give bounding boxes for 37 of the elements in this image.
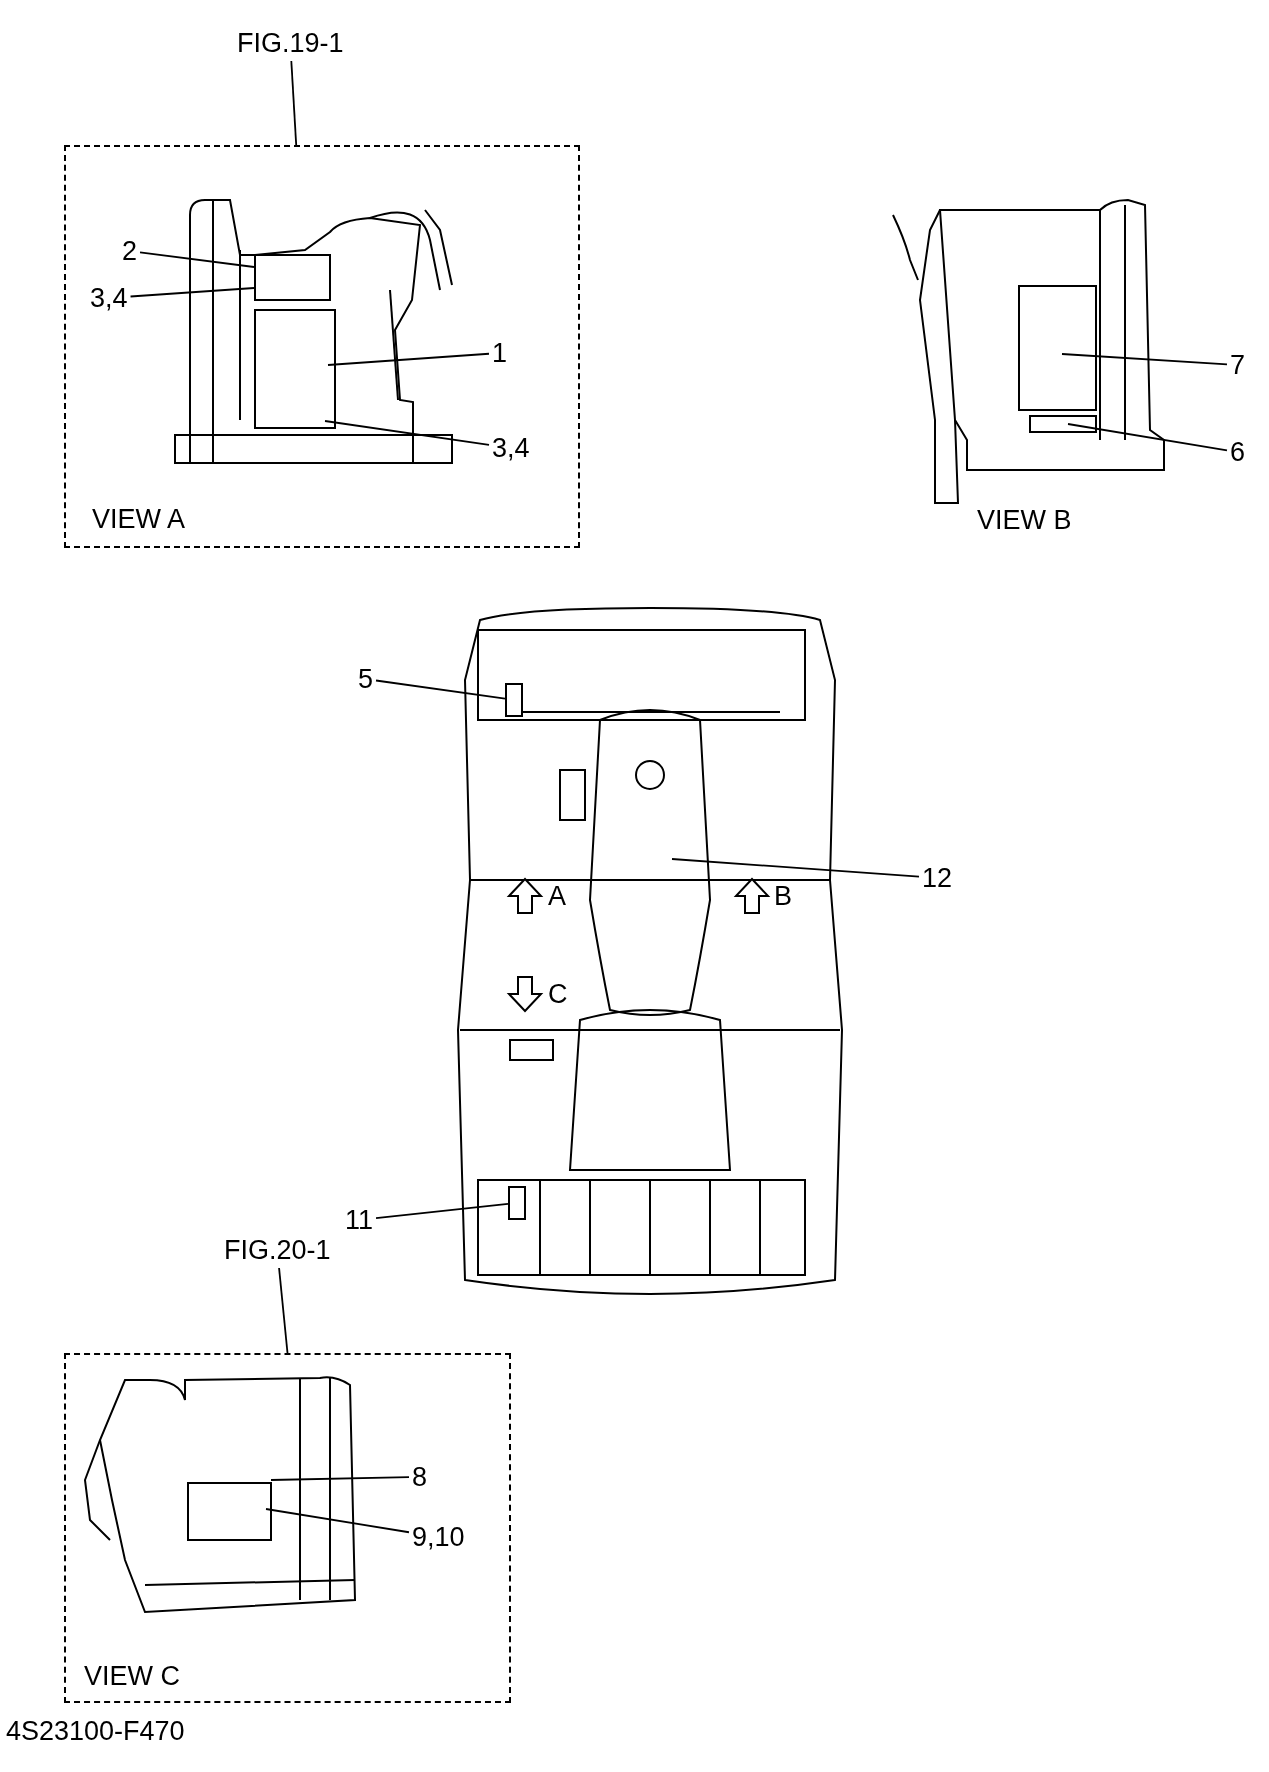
view-frame xyxy=(64,1353,511,1703)
callout-number: 1 xyxy=(492,338,508,368)
leader-line xyxy=(327,352,490,366)
leader-line xyxy=(1061,353,1228,366)
leader-line xyxy=(375,1203,509,1220)
label-decal xyxy=(505,683,523,717)
callout-number: 5 xyxy=(358,664,374,694)
view-title: VIEW B xyxy=(977,505,1072,535)
callout-number: 3,4 xyxy=(90,283,128,313)
figure-reference: FIG.20-1 xyxy=(224,1235,331,1265)
leader-line xyxy=(265,1508,410,1534)
callout-number: 6 xyxy=(1230,437,1246,467)
drawing-number: 4S23100-F470 xyxy=(6,1716,185,1746)
view-letter: C xyxy=(548,979,568,1009)
callout-number: 3,4 xyxy=(492,433,530,463)
leader-line xyxy=(290,60,298,146)
callout-number: 12 xyxy=(922,863,953,893)
view-frame xyxy=(64,145,580,548)
leader-line xyxy=(129,287,255,298)
callout-number: 7 xyxy=(1230,350,1246,380)
leader-line xyxy=(139,251,255,268)
leader-line xyxy=(270,1476,410,1481)
leader-line xyxy=(278,1267,289,1354)
leader-line xyxy=(375,679,506,700)
view-title: VIEW A xyxy=(92,504,186,534)
callout-number: 11 xyxy=(345,1205,374,1235)
view-title: VIEW C xyxy=(84,1661,180,1691)
callout-number: 8 xyxy=(412,1462,428,1492)
leader-line xyxy=(324,420,490,446)
view-letter: A xyxy=(548,881,566,911)
label-decal xyxy=(508,1186,526,1220)
figure-reference: FIG.19-1 xyxy=(237,28,344,58)
view-letter: B xyxy=(774,881,792,911)
callout-number: 9,10 xyxy=(412,1522,465,1552)
leader-line xyxy=(1067,423,1228,452)
leader-line xyxy=(671,858,920,878)
callout-number: 2 xyxy=(122,236,138,266)
